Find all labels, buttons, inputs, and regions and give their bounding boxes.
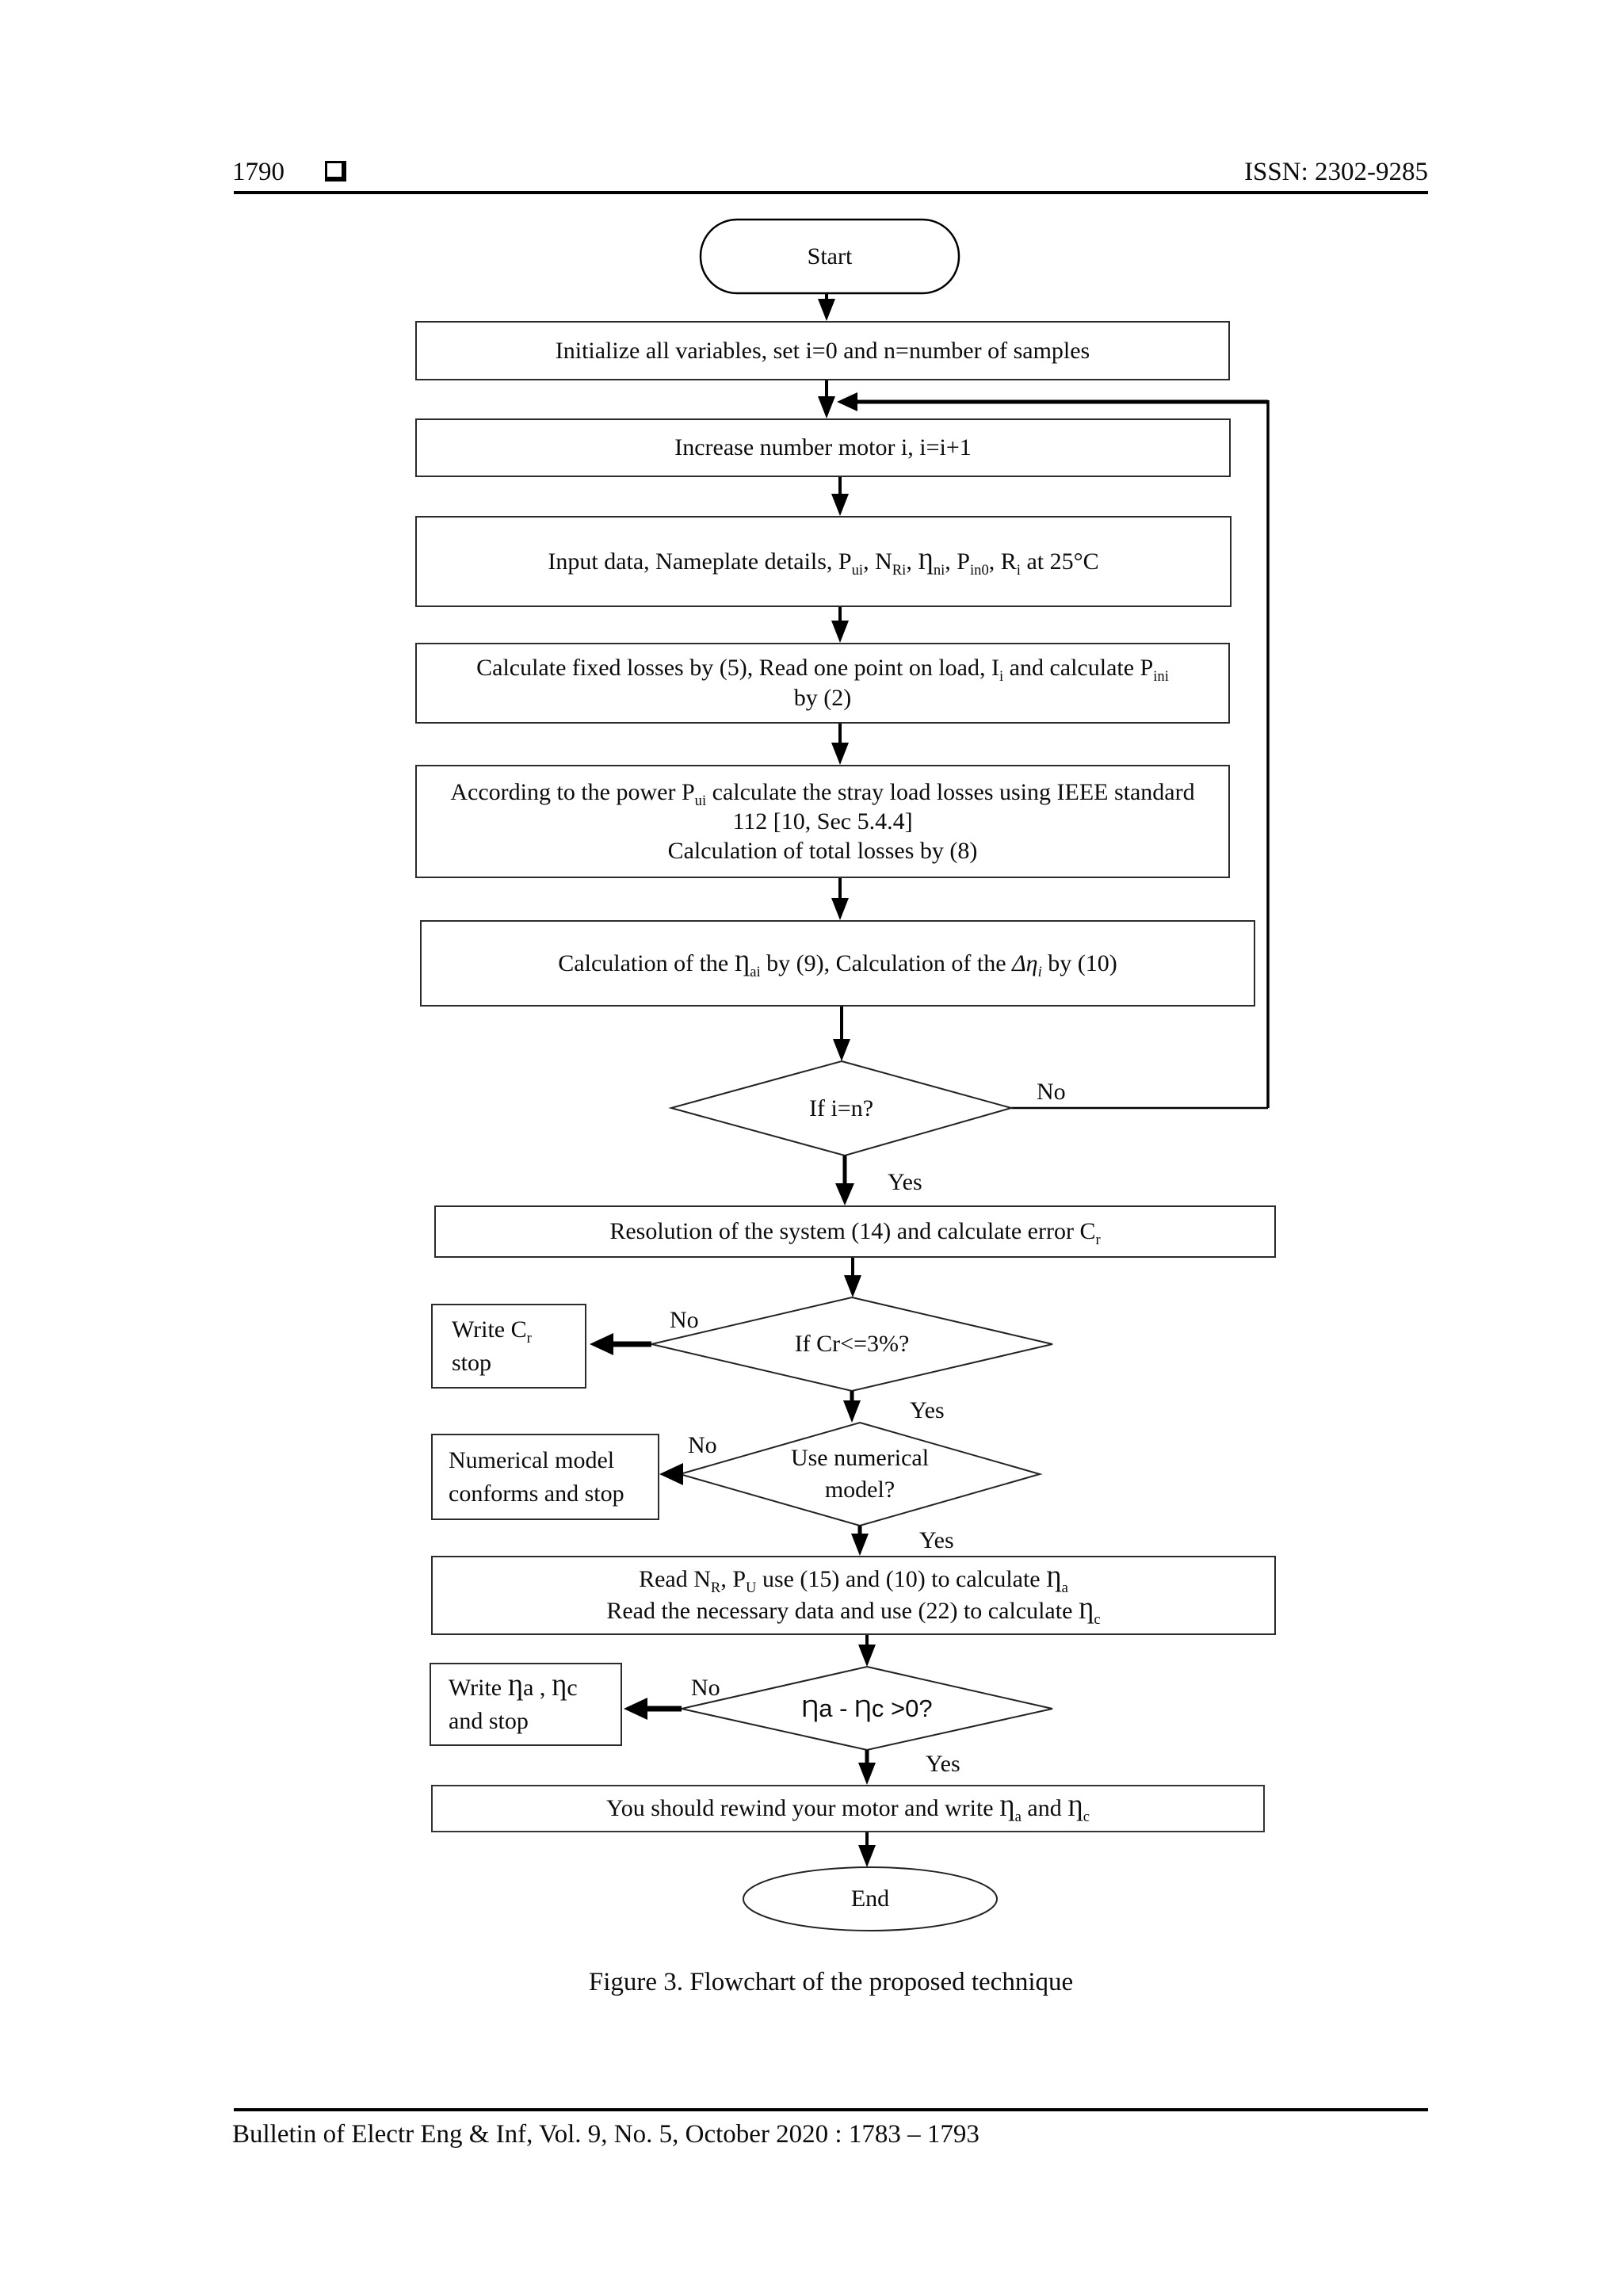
start-terminator-shape [699, 218, 960, 295]
shadowed-square-icon [325, 161, 346, 181]
footer-citation: Bulletin of Electr Eng & Inf, Vol. 9, No… [232, 2120, 980, 2149]
figure-caption: Figure 3. Flowchart of the proposed tech… [588, 1968, 1074, 1996]
decision-i-equals-n: If i=n? [808, 1095, 874, 1121]
arrowhead [831, 898, 849, 920]
arrowhead [818, 299, 835, 321]
arrowhead [831, 494, 849, 516]
branch-label-yes-2: Yes [910, 1397, 945, 1423]
process-resolution-system: Resolution of the system (14) and calcul… [434, 1205, 1276, 1258]
process-stray-losses: According to the power Pui calculate the… [415, 765, 1230, 878]
arrowhead [833, 1039, 850, 1061]
header-rule [234, 191, 1428, 194]
branch-label-no-1: No [1037, 1079, 1066, 1105]
arrowhead [858, 1645, 876, 1667]
process-rewind-motor: You should rewind your motor and write Ƞ… [431, 1785, 1265, 1832]
branch-label-no-4: No [691, 1675, 720, 1701]
arrowhead [835, 1183, 854, 1205]
end-terminator: End [850, 1885, 890, 1912]
end-terminator-shape [743, 1866, 998, 1931]
arrowhead [843, 1400, 861, 1423]
arrowhead [831, 621, 849, 643]
arrowhead [624, 1698, 647, 1720]
branch-label-yes-4: Yes [926, 1751, 960, 1777]
arrowhead [831, 743, 849, 765]
branch-label-yes-1: Yes [888, 1169, 922, 1195]
process-read-data: Read NR, PU use (15) and (10) to calcula… [431, 1556, 1276, 1635]
process-fixed-losses: Calculate fixed losses by (5), Read one … [415, 643, 1230, 724]
decision-eta-difference: Ƞa - Ƞc >0? [801, 1694, 933, 1722]
process-increase-motor: Increase number motor i, i=i+1 [415, 418, 1231, 477]
decision-cr-threshold: If Cr<=3%? [794, 1331, 910, 1357]
start-terminator: Start [807, 243, 853, 269]
arrowhead [851, 1534, 869, 1556]
arrowhead [659, 1463, 683, 1485]
arrowhead [858, 1845, 876, 1867]
branch-label-no-3: No [688, 1432, 717, 1458]
issn-label: ISSN: 2302-9285 [1244, 158, 1428, 186]
footer-rule [234, 2108, 1428, 2111]
process-efficiency-calculation: Calculation of the Ƞai by (9), Calculati… [420, 920, 1255, 1007]
process-initialize-variables: Initialize all variables, set i=0 and n=… [415, 321, 1230, 380]
branch-label-no-2: No [670, 1307, 699, 1333]
process-input-data: Input data, Nameplate details, Pui, NRi,… [415, 516, 1232, 607]
arrowhead [818, 396, 835, 418]
feedback-arrowhead [837, 392, 857, 411]
arrowhead [590, 1333, 613, 1355]
page-number: 1790 [232, 158, 285, 186]
arrowhead [858, 1763, 876, 1785]
branch-label-yes-3: Yes [919, 1527, 954, 1553]
arrowhead [844, 1275, 861, 1297]
